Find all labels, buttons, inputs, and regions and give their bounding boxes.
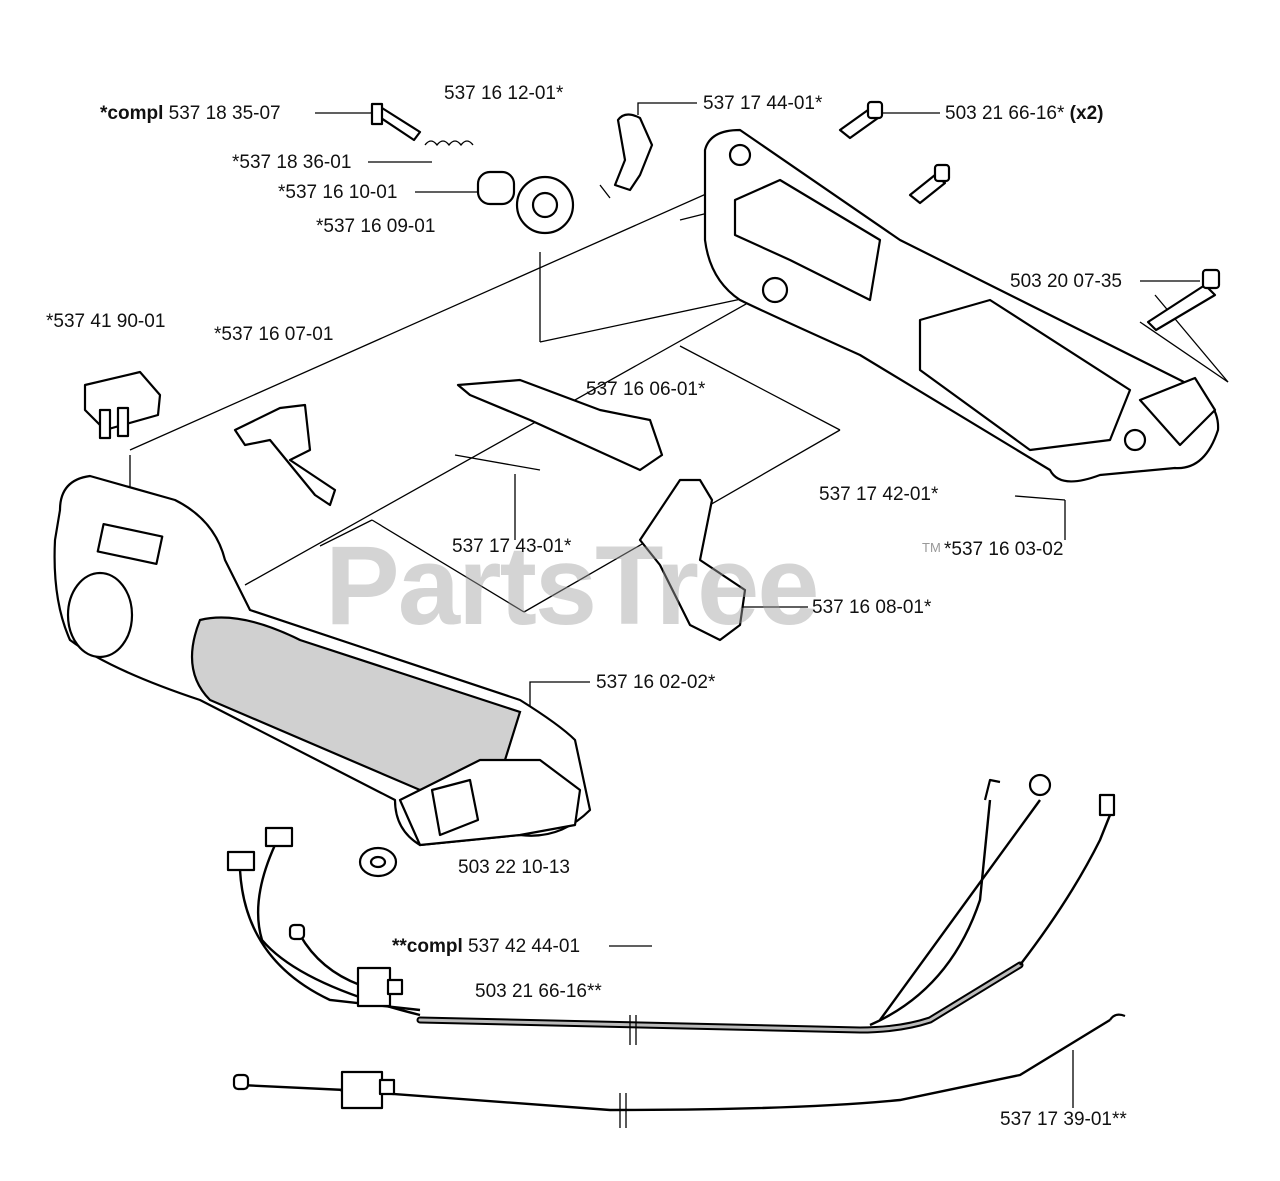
label-537-18-36-01: *537 18 36-01 (232, 152, 352, 173)
label-537-16-02-02: 537 16 02-02* (596, 672, 716, 693)
connectors (226, 773, 1126, 1110)
levers (233, 378, 747, 642)
label-537-17-44-01: 537 17 44-01* (703, 93, 823, 114)
label-compl-537-42-44-01: **compl 537 42 44-01 (392, 937, 580, 956)
label-537-16-12-01: 537 16 12-01* (444, 83, 564, 104)
handle-housing (53, 474, 592, 847)
parts-tree-watermark: PartsTree (325, 523, 820, 648)
label-number: 503 21 66-16* (945, 103, 1065, 124)
label-537-16-03-02: *537 16 03-02 (944, 539, 1064, 560)
label-503-22-10-13: 503 22 10-13 (458, 857, 570, 878)
label-537-16-06-01: 537 16 06-01* (586, 379, 706, 400)
label-503-21-66-16-x2: 503 21 66-16* (x2) (945, 104, 1103, 123)
label-537-17-39-01: 537 17 39-01** (1000, 1109, 1127, 1130)
label-537-41-90-01: *537 41 90-01 (46, 311, 166, 332)
label-537-16-10-01: *537 16 10-01 (278, 182, 398, 203)
label-503-21-66-16-double: 503 21 66-16** (475, 981, 602, 1002)
label-537-17-43-01: 537 17 43-01* (452, 536, 572, 557)
label-537-16-08-01: 537 16 08-01* (812, 597, 932, 618)
label-prefix: *compl (100, 103, 164, 124)
label-compl-537-18-35-07: *compl 537 18 35-07 (100, 104, 281, 123)
label-number: 537 42 44-01 (468, 936, 581, 957)
screws (370, 100, 1221, 332)
label-suffix: (x2) (1069, 103, 1104, 124)
label-503-20-07-35: 503 20 07-35 (1010, 271, 1122, 292)
label-537-16-07-01: *537 16 07-01 (214, 324, 334, 345)
label-prefix: **compl (392, 936, 463, 957)
label-number: 537 18 35-07 (168, 103, 281, 124)
chassis-part (703, 128, 1220, 483)
label-537-16-09-01: *537 16 09-01 (316, 216, 436, 237)
switch-part (83, 370, 162, 440)
label-537-17-42-01: 537 17 42-01* (819, 484, 939, 505)
trademark-mark: TM (922, 540, 941, 555)
small-parts (424, 113, 654, 235)
